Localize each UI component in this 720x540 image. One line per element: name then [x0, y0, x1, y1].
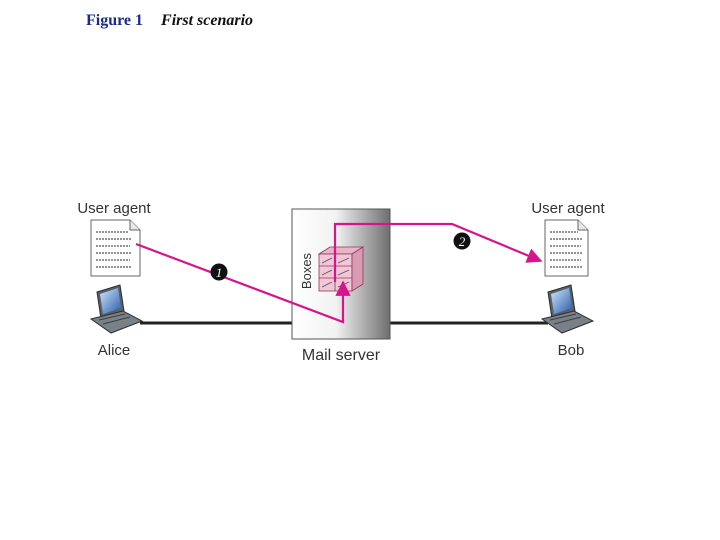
alice-label: Alice [98, 342, 131, 359]
step2-number: 2 [459, 234, 466, 249]
step1-number: 1 [216, 265, 223, 280]
mailboxes-icon [317, 246, 365, 292]
left-user-agent-label: User agent [77, 200, 151, 217]
figure-title: First scenario [161, 12, 254, 29]
right-user-agent-label: User agent [531, 200, 605, 217]
step2-badge: 2 [453, 232, 471, 250]
mail-server-label: Mail server [302, 347, 381, 364]
boxes-label: Boxes [299, 252, 314, 289]
mail-server: Mail server Boxes [291, 208, 391, 364]
step2-arrow [333, 222, 543, 282]
figure-caption: Figure 1 First scenario [86, 12, 253, 30]
alice-laptop-icon [89, 284, 144, 334]
left-document-icon [90, 219, 141, 277]
step1-badge: 1 [210, 263, 228, 281]
right-document-icon [544, 219, 589, 277]
bob-laptop-icon [540, 284, 595, 334]
step1-arrow [135, 242, 351, 324]
bob-label: Bob [558, 342, 585, 359]
figure-number: Figure 1 [86, 12, 144, 29]
